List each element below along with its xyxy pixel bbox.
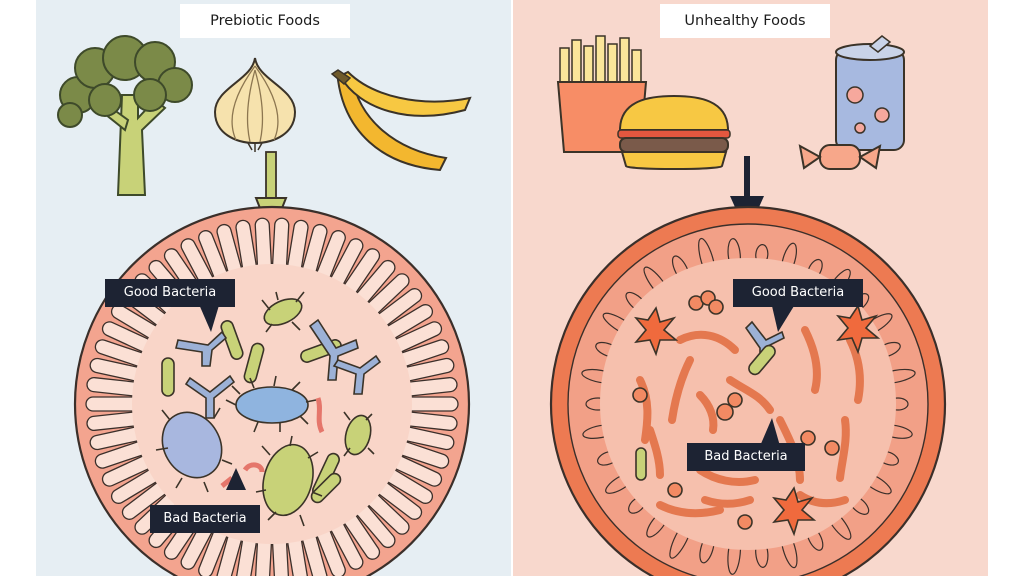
healthy-gut-diagram [73,205,471,576]
right-good-bacteria-label: Good Bacteria [733,279,863,307]
good-bacteria-cluster [155,291,382,527]
left-bad-bacteria-label: Bad Bacteria [150,505,260,533]
candy-icon [798,144,882,170]
unhealthy-foods-title: Unhealthy Foods [660,4,830,38]
burger-icon [617,94,731,170]
right-bad-pointer [760,418,780,446]
soda-can-icon [835,35,905,151]
left-margin [0,0,36,576]
unhealthy-gut-diagram [549,205,947,576]
broccoli-icon [57,35,193,196]
left-good-pointer [198,302,220,332]
left-bad-pointer [226,468,246,490]
onion-icon [213,57,297,152]
right-good-pointer [772,306,794,332]
unhealthy-bacteria-cluster [632,290,881,537]
left-good-bacteria-label: Good Bacteria [105,279,235,307]
banana-icon [330,69,472,172]
right-bad-bacteria-label: Bad Bacteria [687,443,805,471]
prebiotic-foods-title: Prebiotic Foods [180,4,350,38]
right-margin [988,0,1024,576]
